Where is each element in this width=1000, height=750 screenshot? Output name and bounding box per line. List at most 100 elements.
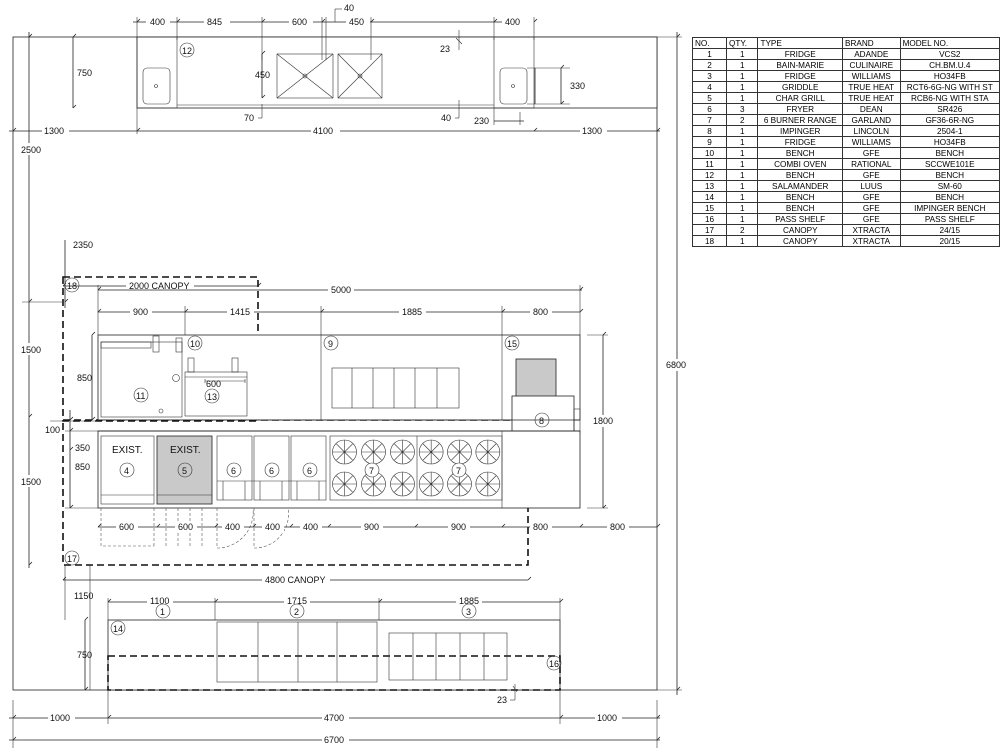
- schedule-cell-type: PASS SHELF: [757, 213, 844, 225]
- dim-6800: 6800: [666, 360, 686, 370]
- dim-400-left: 400: [150, 17, 165, 27]
- schedule-cell-qty: 2: [726, 224, 759, 236]
- tag-11: 11: [136, 391, 145, 401]
- salamander-13: [184, 357, 248, 417]
- top-dimension-chain: 400 845 600 40 450 400: [133, 3, 538, 60]
- schedule-cell-type: 6 BURNER RANGE: [757, 114, 844, 126]
- schedule-cell-type: BENCH: [757, 169, 844, 181]
- dim-400-right: 400: [505, 17, 520, 27]
- schedule-cell-type: CHAR GRILL: [757, 92, 844, 104]
- schedule-cell-no: 14: [691, 191, 728, 203]
- schedule-cell-model: SM-60: [899, 180, 1000, 192]
- schedule-cell-qty: 1: [726, 81, 759, 93]
- row-dimension-1300-4100-1300: 1300 4100 1300: [9, 108, 661, 137]
- burner-grate-bars: [361, 440, 386, 464]
- front-row-dimension-chain: 600 600 400 400 400 900 900 800 800: [97, 521, 661, 533]
- dim-400-a: 400: [225, 522, 240, 532]
- dim-750-top: 750: [77, 68, 92, 78]
- equipment-tags: 12 18 10 11 13 9 15 8 4 5 6 6 6 7 7 17 1…: [64, 42, 562, 671]
- schedule-cell-model: CH.BM.U.4: [899, 59, 1000, 71]
- tag-2: 2: [294, 607, 299, 617]
- schedule-cell-qty: 3: [726, 103, 759, 115]
- schedule-header-type: TYPE: [757, 37, 844, 49]
- schedule-cell-brand: GFE: [842, 213, 901, 225]
- top-bench-12: [136, 36, 658, 109]
- schedule-cell-model: 2504-1: [899, 125, 1000, 137]
- tag-12: 12: [182, 46, 192, 56]
- tag-6-a: 6: [231, 466, 236, 476]
- tag-6-c: 6: [307, 466, 312, 476]
- tag-5: 5: [182, 466, 187, 476]
- rear-bench-outline: [97, 334, 581, 421]
- schedule-cell-brand: CULINAIRE: [842, 59, 901, 71]
- schedule-cell-brand: GFE: [842, 202, 901, 214]
- schedule-cell-qty: 1: [726, 213, 759, 225]
- dim-900-b: 900: [451, 522, 466, 532]
- dim-600-top: 600: [292, 17, 307, 27]
- burner-grate-bars: [447, 472, 472, 496]
- burner-grate-bars: [390, 472, 415, 496]
- schedule-cell-model: VCS2: [899, 48, 1000, 60]
- dim-1885-pass: 1885: [459, 596, 479, 606]
- schedule-header-qty: QTY.: [726, 37, 759, 49]
- tag-3: 3: [466, 607, 471, 617]
- dim-1150: 1150: [74, 591, 93, 601]
- schedule-cell-type: COMBI OVEN: [757, 158, 844, 170]
- burner-grate-bars: [419, 440, 444, 464]
- tag-4: 4: [124, 466, 129, 476]
- tag-8: 8: [539, 416, 544, 426]
- dim-6700: 6700: [324, 735, 344, 745]
- schedule-cell-qty: 1: [726, 147, 759, 159]
- tag-7-a: 7: [369, 466, 374, 476]
- schedule-cell-type: FRIDGE: [757, 70, 844, 82]
- schedule-cell-qty: 1: [726, 158, 759, 170]
- tag-9: 9: [328, 339, 333, 349]
- schedule-cell-no: 17: [691, 224, 728, 236]
- label-exist-griddle: EXIST.: [112, 445, 143, 456]
- dim-850-rear: 850: [77, 373, 92, 383]
- schedule-cell-no: 2: [691, 59, 728, 71]
- schedule-cell-qty: 1: [726, 191, 759, 203]
- schedule-cell-model: SCCWE101E: [899, 158, 1000, 170]
- schedule-cell-no: 12: [691, 169, 728, 181]
- schedule-cell-model: IMPINGER BENCH: [899, 202, 1000, 214]
- left-vertical-dimensions: 2500 1500 1500 2350 1150 750: [20, 32, 93, 691]
- dim-70: 70: [244, 113, 254, 123]
- schedule-cell-type: FRIDGE: [757, 48, 844, 60]
- dim-800-a: 800: [533, 522, 548, 532]
- dim-800-rear: 800: [533, 307, 548, 317]
- schedule-header-brand: BRAND: [842, 37, 901, 49]
- pass-bench-14: [107, 619, 561, 691]
- schedule-cell-model: 24/15: [899, 224, 1000, 236]
- schedule-cell-type: BENCH: [757, 147, 844, 159]
- dim-2000-canopy: 2000 CANOPY: [129, 281, 190, 291]
- schedule-cell-brand: WILLIAMS: [842, 136, 901, 148]
- dim-1000-left: 1000: [50, 713, 70, 723]
- schedule-cell-brand: TRUE HEAT: [842, 92, 901, 104]
- dim-1885-rear: 1885: [402, 307, 422, 317]
- dim-845: 845: [207, 17, 222, 27]
- schedule-cell-model: BENCH: [899, 147, 1000, 159]
- dim-1415: 1415: [230, 307, 250, 317]
- schedule-cell-model: RCT6-6G-NG WITH ST: [899, 81, 1000, 93]
- dim-330: 330: [570, 81, 585, 91]
- dim-450-sink: 450: [255, 70, 270, 80]
- schedule-cell-brand: ADANDE: [842, 48, 901, 60]
- dim-40-low: 40: [441, 113, 451, 123]
- schedule-cell-no: 8: [691, 125, 728, 137]
- burner-grate-bars: [447, 440, 472, 464]
- dim-1300-right: 1300: [582, 126, 602, 136]
- schedule-cell-no: 6: [691, 103, 728, 115]
- tag-18: 18: [67, 281, 77, 291]
- dim-5000: 5000: [331, 285, 351, 295]
- schedule-cell-brand: RATIONAL: [842, 158, 901, 170]
